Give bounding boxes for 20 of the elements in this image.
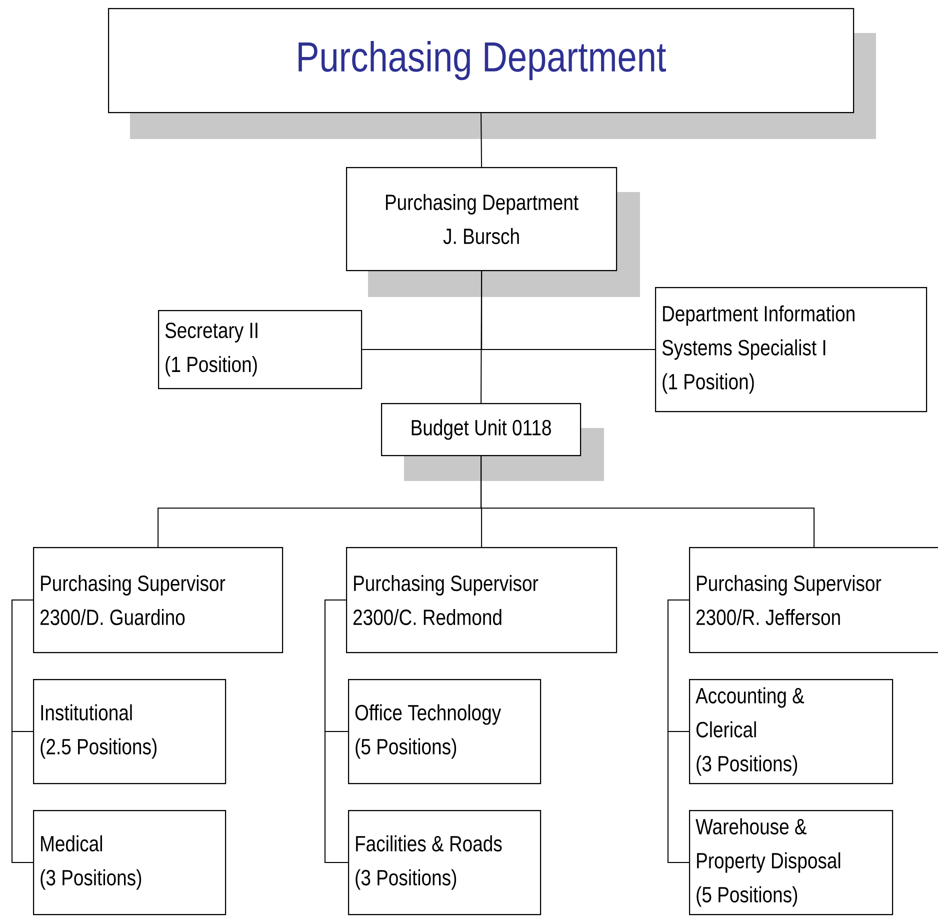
connector-line bbox=[668, 600, 690, 864]
supervisor-box: Purchasing Supervisor 2300/D. Guardino bbox=[33, 547, 284, 654]
position-box: Secretary II (1 Position) bbox=[158, 310, 362, 390]
section-box: Facilities & Roads (3 Positions) bbox=[348, 810, 542, 916]
position-box: Department Information Systems Specialist I (1 Position) bbox=[655, 287, 928, 412]
supervisor-box: Purchasing Supervisor 2300/R. Jefferson bbox=[689, 547, 938, 654]
section-box: Institutional (2.5 Positions) bbox=[33, 679, 226, 784]
section-box: Office Technology (5 Positions) bbox=[348, 679, 542, 784]
connector-line bbox=[480, 456, 815, 548]
connector-line bbox=[324, 600, 348, 864]
connector-line bbox=[480, 270, 482, 404]
section-box: Warehouse & Property Disposal (5 Positions) bbox=[689, 810, 894, 916]
title-box: Purchasing Department bbox=[108, 8, 854, 114]
connector-line bbox=[480, 112, 482, 168]
connector-line bbox=[12, 600, 34, 864]
budget-unit-box: Budget Unit 0118 bbox=[381, 403, 582, 456]
manager-box: Purchasing Department J. Bursch bbox=[346, 167, 618, 272]
section-box: Accounting & Clerical (3 Positions) bbox=[689, 679, 894, 784]
supervisor-box: Purchasing Supervisor 2300/C. Redmond bbox=[346, 547, 618, 654]
section-box: Medical (3 Positions) bbox=[33, 810, 226, 916]
